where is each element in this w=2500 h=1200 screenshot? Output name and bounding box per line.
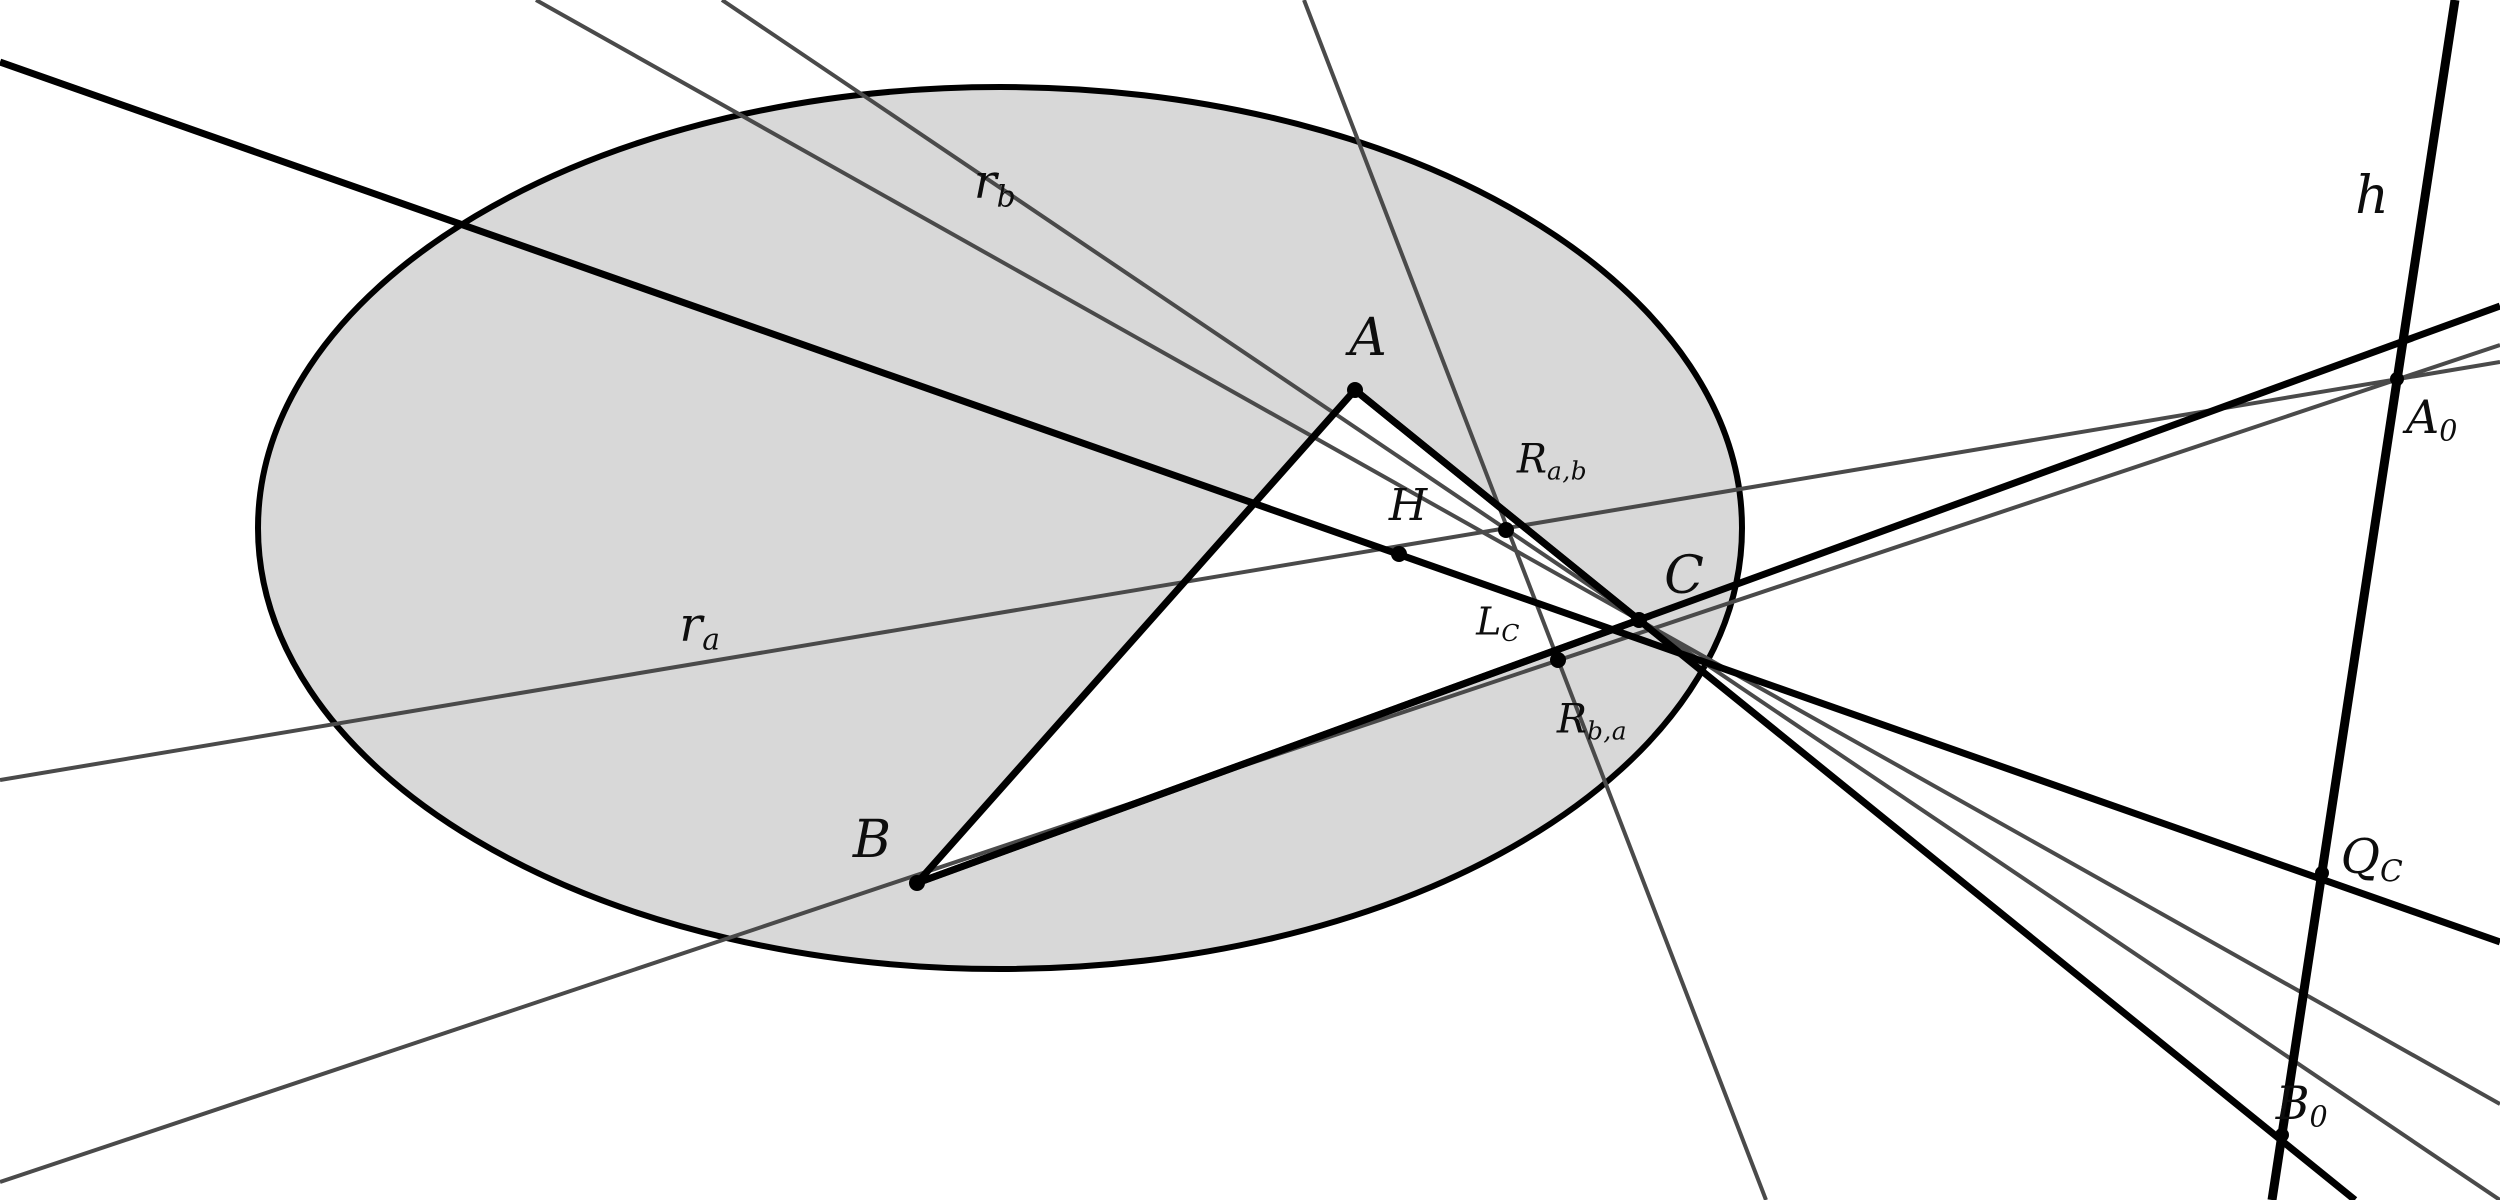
conic-ellipse bbox=[255, 84, 1745, 972]
line-h bbox=[2267, 0, 2460, 1200]
triangle-fill bbox=[917, 390, 1639, 883]
point-A-0 bbox=[2390, 372, 2404, 386]
point-C bbox=[1631, 612, 1647, 628]
point-B-0 bbox=[2275, 1128, 2289, 1142]
side-a-extended bbox=[915, 302, 2500, 887]
point-R-ab bbox=[1498, 522, 1514, 538]
line-r-a bbox=[0, 360, 2500, 782]
point-H bbox=[1391, 546, 1407, 562]
point-B bbox=[909, 875, 925, 891]
point-A bbox=[1347, 382, 1363, 398]
point-Q-C bbox=[2315, 866, 2329, 880]
side-b-extended bbox=[1352, 387, 2358, 1200]
line-L-C bbox=[0, 58, 2500, 946]
point-R-ba bbox=[1550, 652, 1566, 668]
